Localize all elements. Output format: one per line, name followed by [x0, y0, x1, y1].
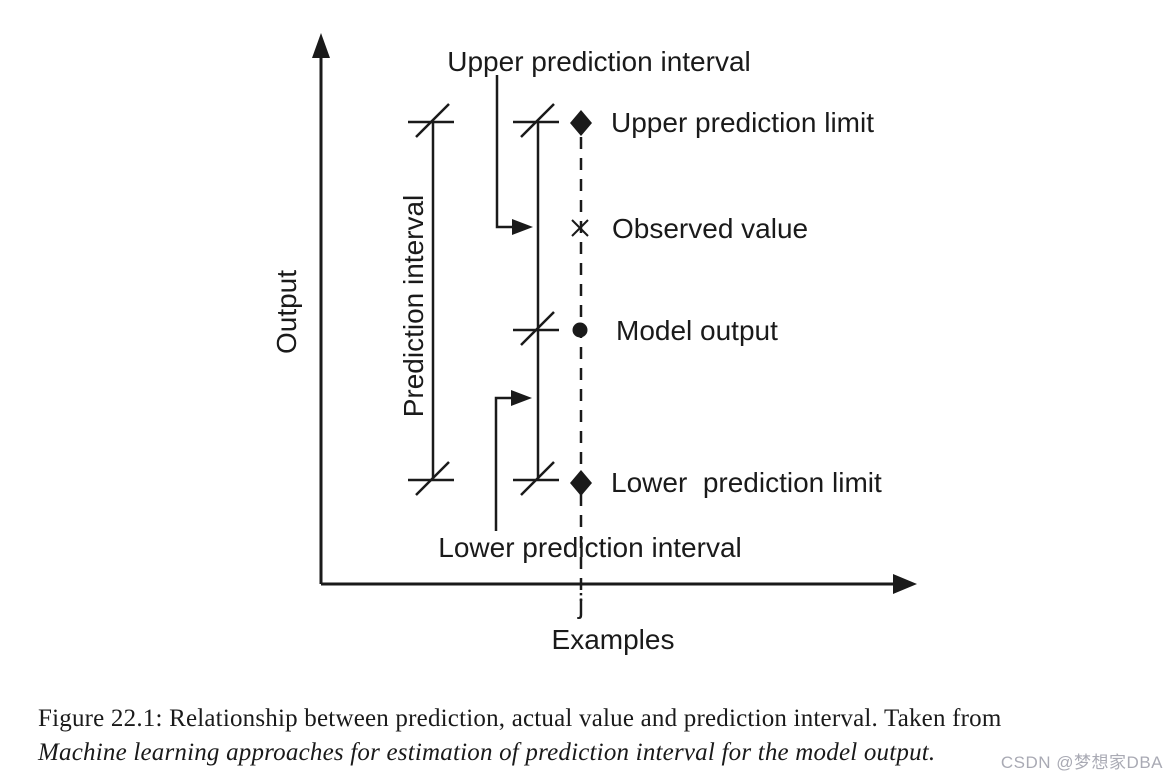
- point-lower-limit: Lower prediction limit: [570, 467, 882, 498]
- y-axis-arrow-icon: [312, 33, 330, 58]
- y-axis-label: Output: [271, 270, 302, 354]
- right-arrow-icon: [512, 219, 533, 235]
- split-interval-bar: [513, 103, 559, 496]
- point-label: Observed value: [612, 213, 808, 244]
- right-arrow-icon: [511, 390, 532, 406]
- point-label: Model output: [616, 315, 778, 346]
- prediction-interval-label: Prediction interval: [398, 195, 429, 418]
- prediction-interval-diagram: Output j Examples Prediction interval: [271, 33, 917, 655]
- point-upper-limit: Upper prediction limit: [570, 107, 874, 138]
- interval-cap-icon: [408, 103, 454, 138]
- x-axis-arrow-icon: [893, 574, 917, 594]
- point-label: Lower prediction limit: [611, 467, 882, 498]
- x-marker-icon: [571, 219, 589, 237]
- lower-interval-annotation: Lower prediction interval: [438, 390, 742, 563]
- upper-interval-elbow-line: [495, 75, 514, 229]
- caption-line-1: Figure 22.1: Relationship between predic…: [38, 705, 1002, 732]
- upper-interval-annotation: Upper prediction interval: [447, 46, 751, 235]
- interval-cap-icon: [513, 311, 559, 346]
- point-label: Upper prediction limit: [611, 107, 874, 138]
- axes: Output j Examples: [271, 33, 917, 655]
- figure-caption: Figure 22.1: Relationship between predic…: [38, 702, 1163, 770]
- lower-interval-elbow-line: [494, 396, 513, 531]
- diamond-marker-icon: [570, 470, 592, 496]
- x-axis-label: Examples: [552, 624, 675, 655]
- prediction-interval-bar: Prediction interval: [398, 103, 454, 496]
- upper-interval-label: Upper prediction interval: [447, 46, 751, 77]
- diamond-marker-icon: [570, 110, 592, 136]
- dot-marker-icon: [572, 322, 588, 338]
- lower-interval-label: Lower prediction interval: [438, 532, 742, 563]
- interval-cap-icon: [513, 461, 559, 496]
- x-tick-label: j: [577, 588, 584, 619]
- point-observed-value: Observed value: [571, 213, 808, 244]
- watermark-text: CSDN @梦想家DBA: [1000, 753, 1163, 772]
- caption-line-2: Machine learning approaches for estimati…: [38, 739, 936, 766]
- interval-cap-icon: [513, 103, 559, 138]
- point-model-output: Model output: [572, 315, 778, 346]
- interval-cap-icon: [408, 461, 454, 496]
